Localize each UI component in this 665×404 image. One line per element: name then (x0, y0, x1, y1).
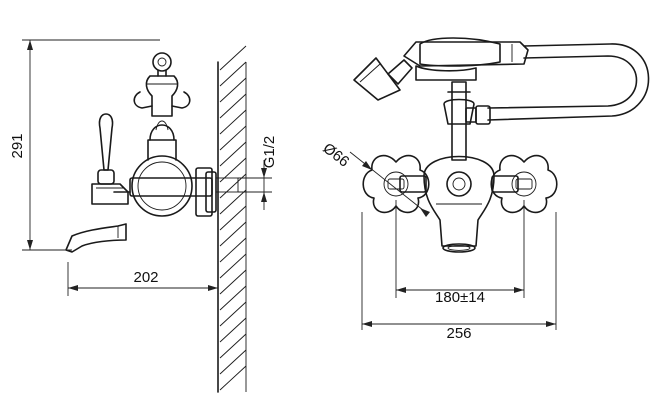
wall-hatch-line (219, 237, 247, 263)
dimension-depth-label: 202 (133, 269, 158, 286)
dimension-centers: 180±14 (395, 200, 525, 306)
wall-hatch-line (219, 189, 247, 215)
wall-hatch-line (219, 93, 247, 119)
wall-hatch-line (219, 109, 247, 135)
diverter-handle (133, 52, 191, 117)
mixer-body (131, 120, 193, 217)
wall-hatch-line (219, 269, 247, 295)
dimension-connection-label: G1/2 (261, 136, 278, 169)
wall-hatch-line (219, 205, 247, 231)
wall-hatch-line (219, 317, 247, 343)
front-mixer-body (423, 155, 495, 253)
dimension-depth: 202 (67, 262, 218, 296)
body-connection (129, 167, 239, 217)
dimension-width: 256 (361, 212, 557, 342)
wall-hatch-line (219, 285, 247, 311)
dimension-diameter-label: Ø66 (320, 140, 353, 171)
shower-cradle (443, 81, 475, 161)
front-view: Ø66 180±14 256 (320, 37, 650, 342)
wall-hatch-line (219, 221, 247, 247)
side-view: 291 202 G1/2 (9, 39, 278, 393)
wall-hatch-line (219, 253, 247, 279)
wall-hatch-line (219, 61, 247, 87)
spout (65, 223, 127, 253)
lever-handle (91, 113, 131, 205)
dimension-height: 291 (9, 39, 160, 251)
wall-hatch-line (219, 301, 247, 327)
dimension-width-label: 256 (446, 325, 471, 342)
wall-hatch-line (219, 333, 247, 359)
dimension-height-label: 291 (9, 133, 26, 158)
wall-hatch-line (219, 125, 247, 151)
shower-head (353, 57, 413, 101)
wall (217, 45, 247, 393)
wall-hatch-line (219, 349, 247, 375)
dimension-connection: G1/2 (238, 136, 278, 210)
dimension-centers-label: 180±14 (435, 289, 485, 306)
hose-connector (465, 105, 491, 125)
wall-hatch-line (219, 365, 247, 391)
wall-hatch-line (219, 141, 247, 167)
shower-hose (487, 43, 650, 121)
wall-hatch-line (219, 77, 247, 103)
wall-hatch-line (219, 45, 247, 71)
shower-handle (403, 37, 529, 81)
